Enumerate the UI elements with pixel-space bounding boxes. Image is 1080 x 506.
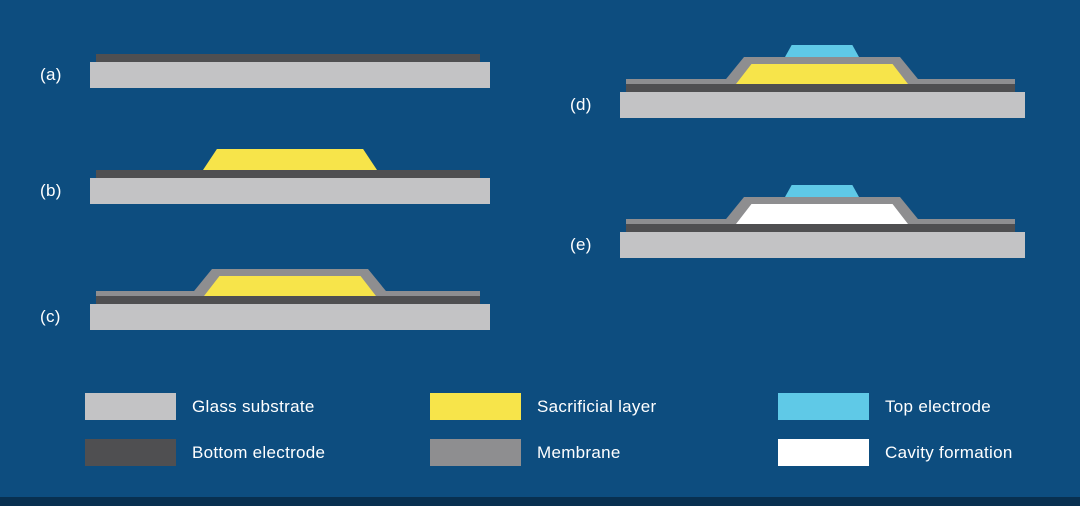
glass-substrate-swatch [85,393,176,420]
glass-substrate-layer [90,178,490,204]
cavity-formation-swatch [778,439,869,466]
membrane-swatch [430,439,521,466]
bottom-electrode-layer [626,224,1015,232]
bottom-electrode-layer [96,54,480,62]
panel-a: (a) [40,8,490,88]
legend-label: Membrane [537,442,621,462]
legend-item-top-electrode: Top electrode [778,393,1013,420]
legend-item-glass-substrate: Glass substrate [85,393,325,420]
panel-c: (c) [40,250,490,330]
legend-item-membrane: Membrane [430,439,656,466]
top-electrode-swatch [778,393,869,420]
panel-e: (e) [570,178,1025,258]
glass-substrate-layer [620,92,1025,118]
panel-b: (b) [40,124,490,204]
glass-substrate-layer [90,304,490,330]
sacrificial-layer [204,276,376,296]
legend-label: Bottom electrode [192,442,326,462]
legend-label: Sacrificial layer [537,396,657,416]
panel-e-label: (e) [570,235,592,254]
glass-substrate-layer [90,62,490,88]
panel-c-label: (c) [40,307,61,326]
panel-d-label: (d) [570,95,592,114]
legend-item-sacrificial-layer: Sacrificial layer [430,393,656,420]
legend-column-1: Glass substrate Bottom electrode [85,393,325,466]
footer-strip [0,497,1080,506]
legend-label: Cavity formation [885,442,1013,462]
legend-column-2: Sacrificial layer Membrane [430,393,656,466]
sacrificial-layer [736,64,908,84]
top-electrode-layer [785,45,859,57]
legend-label: Glass substrate [192,396,315,416]
top-electrode-layer [785,185,859,197]
bottom-electrode-layer [96,170,480,178]
sacrificial-layer-swatch [430,393,521,420]
glass-substrate-layer [620,232,1025,258]
bottom-electrode-layer [96,296,480,304]
panel-a-label: (a) [40,65,62,84]
panel-d: (d) [570,38,1025,118]
legend-item-bottom-electrode: Bottom electrode [85,439,325,466]
legend-label: Top electrode [885,396,991,416]
bottom-electrode-swatch [85,439,176,466]
panel-b-label: (b) [40,181,62,200]
bottom-electrode-layer [626,84,1015,92]
legend-column-3: Top electrode Cavity formation [778,393,1013,466]
cavity-region [736,204,908,224]
legend-item-cavity-formation: Cavity formation [778,439,1013,466]
sacrificial-layer [203,149,377,170]
